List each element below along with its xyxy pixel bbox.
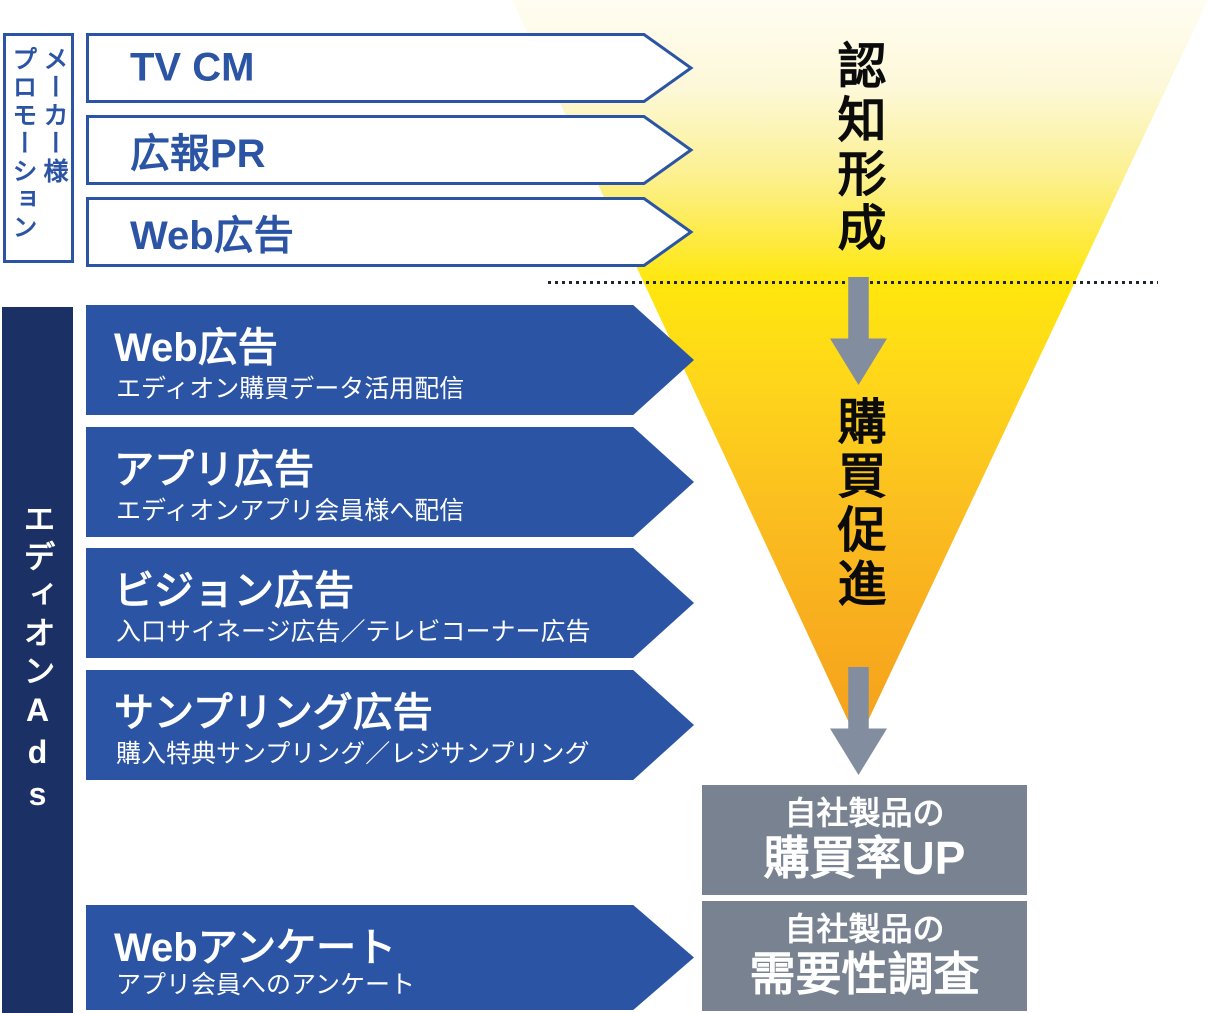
maker-banner-pr: 広報PR (86, 115, 694, 185)
edion-banner-subtitle: エディオン購買データ活用配信 (116, 375, 465, 403)
arrow-banner-outline-icon (86, 197, 694, 267)
stage-purchase-label: 購買促進 (830, 396, 885, 612)
edion-ads-sidebar-label: エディオンAds (19, 502, 56, 818)
maker-promotion-label: メーカー様 プロモーション (3, 33, 74, 263)
edion-banner-title: ビジョン広告 (114, 569, 354, 613)
edion-banner-title: アプリ広告 (114, 448, 314, 492)
outcome-line1: 自社製品の (784, 911, 945, 948)
maker-promotion-label-line1: メーカー様 (40, 46, 68, 186)
maker-banner-webad: Web広告 (86, 197, 694, 267)
outcome-line2: 購買率UP (763, 831, 966, 884)
edion-banner-title: サンプリング広告 (114, 691, 433, 735)
edion-banner-websurvey: Webアンケート アプリ会員へのアンケート (86, 905, 694, 1010)
arrow-banner-outline-icon (86, 115, 694, 185)
maker-banner-label: TV CM (130, 45, 255, 90)
edion-banner-title: Webアンケート (114, 926, 397, 970)
edion-banner-subtitle: エディオンアプリ会員様へ配信 (116, 497, 465, 525)
edion-banner-samplingad: サンプリング広告 購入特典サンプリング／レジサンプリング (86, 670, 694, 780)
maker-banner-label: Web広告 (130, 214, 294, 258)
edion-banner-appad: アプリ広告 エディオンアプリ会員様へ配信 (86, 427, 694, 537)
edion-banner-subtitle: アプリ会員へのアンケート (116, 971, 416, 999)
edion-banner-title: Web広告 (114, 326, 278, 370)
outcome-box-demand-survey: 自社製品の 需要性調査 (702, 901, 1027, 1011)
edion-banner-subtitle: 購入特典サンプリング／レジサンプリング (116, 740, 590, 768)
edion-banner-visionad: ビジョン広告 入口サイネージ広告／テレビコーナー広告 (86, 548, 694, 658)
edion-ads-sidebar: エディオンAds (2, 307, 73, 1013)
stage-awareness-label: 認知形成 (830, 40, 885, 256)
edion-banner-webad: Web広告 エディオン購買データ活用配信 (86, 305, 694, 415)
outcome-line1: 自社製品の (784, 795, 945, 832)
maker-promotion-label-line2: プロモーション (9, 46, 37, 242)
maker-banner-label: 広報PR (130, 132, 266, 176)
outcome-line2: 需要性調査 (749, 947, 980, 1000)
outcome-box-purchase-rate: 自社製品の 購買率UP (702, 785, 1027, 895)
edion-banner-subtitle: 入口サイネージ広告／テレビコーナー広告 (116, 618, 591, 646)
arrow-banner-outline-icon (86, 33, 694, 103)
maker-banner-tvcm: TV CM (86, 33, 694, 103)
